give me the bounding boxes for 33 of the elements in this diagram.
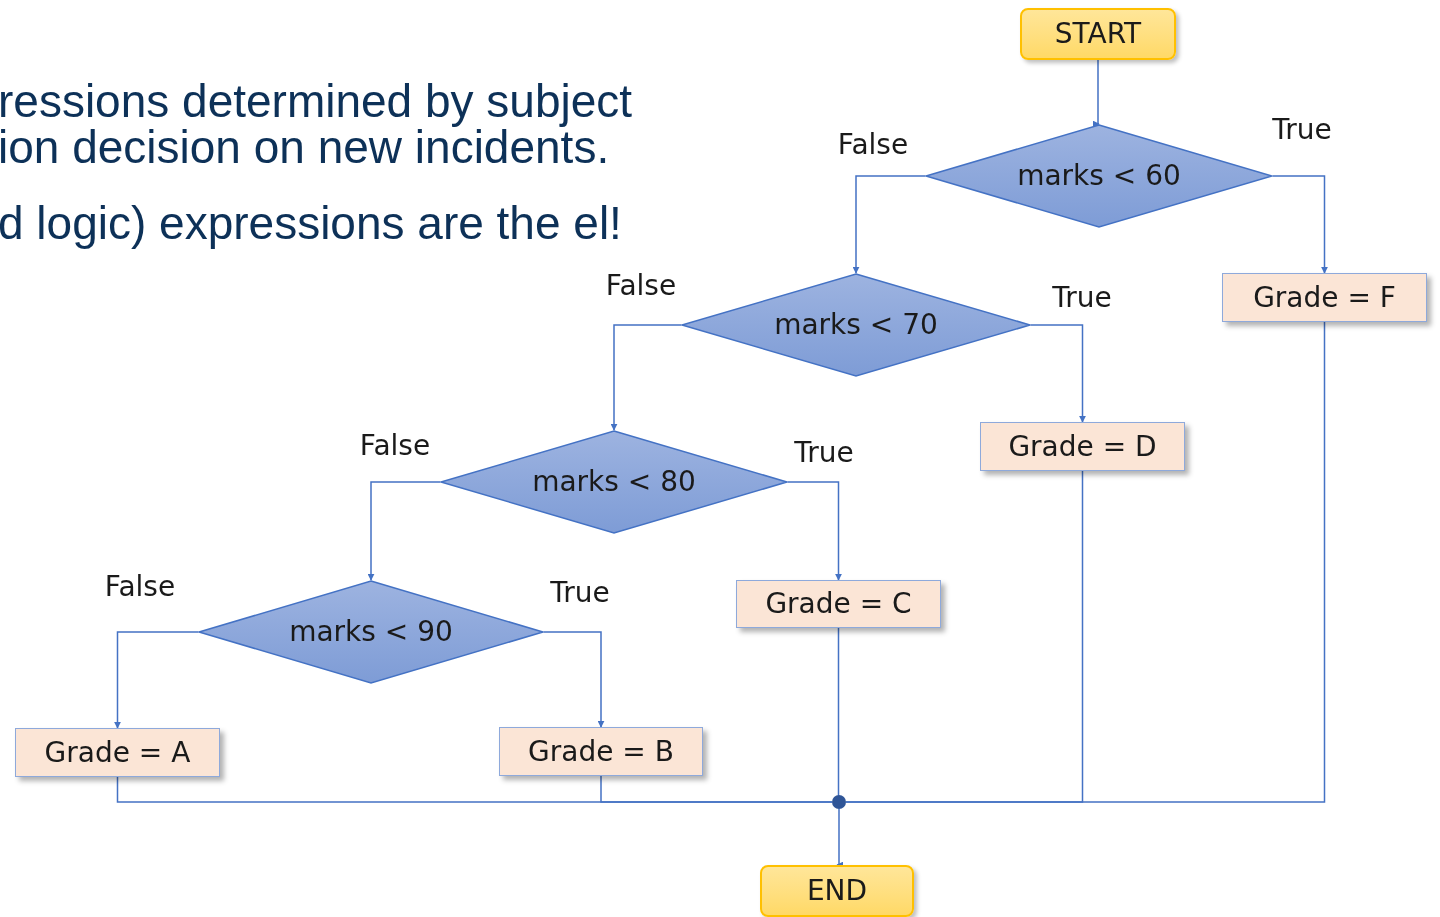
node-text: Grade = A — [44, 738, 191, 767]
node-text: Grade = C — [765, 590, 912, 618]
connector-arrow — [1030, 324, 1086, 423]
node-text: START — [1054, 20, 1142, 48]
decision-diamond — [198, 580, 544, 684]
process-box — [15, 728, 220, 777]
slide-text: ressions determined by subject ion decision on new incidents. — [0, 78, 634, 170]
terminal-box — [760, 865, 914, 917]
decision-diamond — [440, 430, 788, 534]
node-text: marks < 80 — [532, 468, 696, 496]
process-box — [1222, 273, 1427, 322]
node-text: END — [806, 877, 868, 905]
process-box — [736, 580, 941, 628]
node-text: marks < 60 — [1017, 162, 1181, 190]
connector-arrow — [367, 481, 441, 581]
node-text: marks < 90 — [289, 618, 453, 646]
connector-arrow — [787, 481, 842, 581]
node-text: Grade = B — [528, 737, 674, 766]
connector-arrow — [114, 631, 199, 729]
node-text: marks < 70 — [774, 311, 938, 339]
node-text: Grade = D — [1008, 432, 1157, 461]
process-box — [499, 727, 703, 776]
decision-diamond — [681, 273, 1031, 377]
connector-arrow — [1092, 59, 1100, 128]
terminal-box — [1020, 8, 1176, 60]
connector-arrow — [852, 175, 926, 274]
decision-diamond — [925, 124, 1273, 228]
node-text: Grade = F — [1253, 283, 1396, 312]
connector-arrow — [610, 324, 682, 431]
connector-arrow — [1272, 175, 1328, 274]
junction-dot — [832, 795, 846, 809]
connector-arrow — [543, 631, 605, 728]
process-box — [980, 422, 1185, 471]
